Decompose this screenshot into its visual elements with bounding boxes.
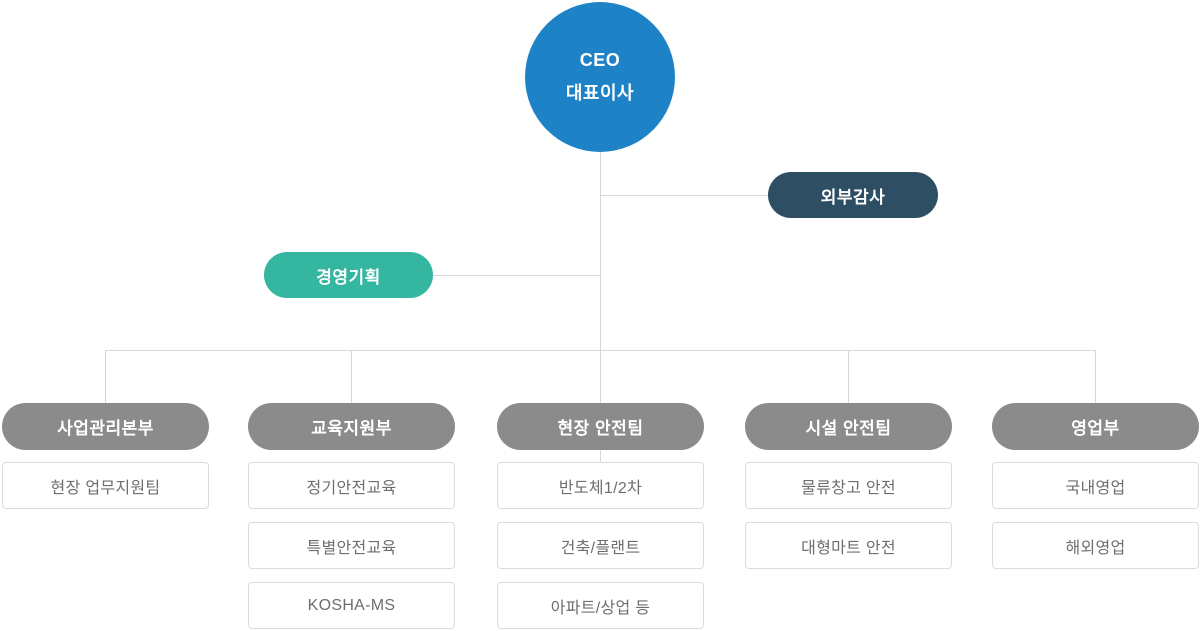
drop-connector-dept-4	[848, 350, 849, 403]
department-bus-connector	[105, 350, 1096, 351]
department-label: 사업관리본부	[57, 419, 154, 438]
team-label: 국내영업	[1065, 479, 1126, 497]
department-label: 현장 안전팀	[557, 419, 644, 438]
department-column-facility-safety: 시설 안전팀 물류창고 안전 대형마트 안전	[745, 403, 952, 569]
team-box: KOSHA-MS	[248, 582, 455, 629]
management-planning-node: 경영기획	[264, 252, 433, 298]
planning-connector	[433, 275, 600, 276]
department-pill: 시설 안전팀	[745, 403, 952, 450]
ceo-subtitle: 대표이사	[565, 82, 635, 103]
external-audit-node: 외부감사	[768, 172, 938, 218]
department-pill: 현장 안전팀	[497, 403, 704, 450]
team-label: 특별안전교육	[306, 539, 397, 557]
audit-connector	[600, 195, 768, 196]
department-column-sales: 영업부 국내영업 해외영업	[992, 403, 1199, 569]
team-label: 해외영업	[1065, 539, 1126, 557]
drop-connector-dept-5	[1095, 350, 1096, 403]
team-label: 정기안전교육	[306, 479, 397, 497]
team-label: 현장 업무지원팀	[50, 479, 161, 497]
drop-connector-dept-1	[105, 350, 106, 403]
management-planning-label: 경영기획	[316, 267, 381, 287]
department-pill: 영업부	[992, 403, 1199, 450]
drop-connector-dept-2	[351, 350, 352, 403]
ceo-node: CEO 대표이사	[525, 2, 675, 152]
ceo-vertical-connector	[600, 152, 601, 462]
team-label: KOSHA-MS	[307, 596, 396, 614]
team-box: 물류창고 안전	[745, 462, 952, 509]
department-pill: 교육지원부	[248, 403, 455, 450]
team-box: 건축/플랜트	[497, 522, 704, 569]
department-label: 영업부	[1071, 419, 1120, 438]
department-column-field-safety: 현장 안전팀 반도체1/2차 건축/플랜트 아파트/상업 등	[497, 403, 704, 629]
team-box: 해외영업	[992, 522, 1199, 569]
department-label: 교육지원부	[311, 419, 392, 438]
team-box: 아파트/상업 등	[497, 582, 704, 629]
external-audit-label: 외부감사	[820, 187, 886, 207]
ceo-title: CEO	[579, 49, 621, 70]
team-box: 정기안전교육	[248, 462, 455, 509]
team-box: 반도체1/2차	[497, 462, 704, 509]
team-label: 대형마트 안전	[801, 539, 896, 557]
team-label: 건축/플랜트	[560, 539, 641, 557]
team-label: 물류창고 안전	[801, 479, 896, 497]
department-column-business-management: 사업관리본부 현장 업무지원팀	[2, 403, 209, 509]
department-column-education-support: 교육지원부 정기안전교육 특별안전교육 KOSHA-MS	[248, 403, 455, 629]
team-label: 반도체1/2차	[558, 479, 643, 497]
team-box: 특별안전교육	[248, 522, 455, 569]
department-pill: 사업관리본부	[2, 403, 209, 450]
team-label: 아파트/상업 등	[550, 599, 651, 617]
team-box: 현장 업무지원팀	[2, 462, 209, 509]
team-box: 대형마트 안전	[745, 522, 952, 569]
team-box: 국내영업	[992, 462, 1199, 509]
department-label: 시설 안전팀	[805, 419, 892, 438]
